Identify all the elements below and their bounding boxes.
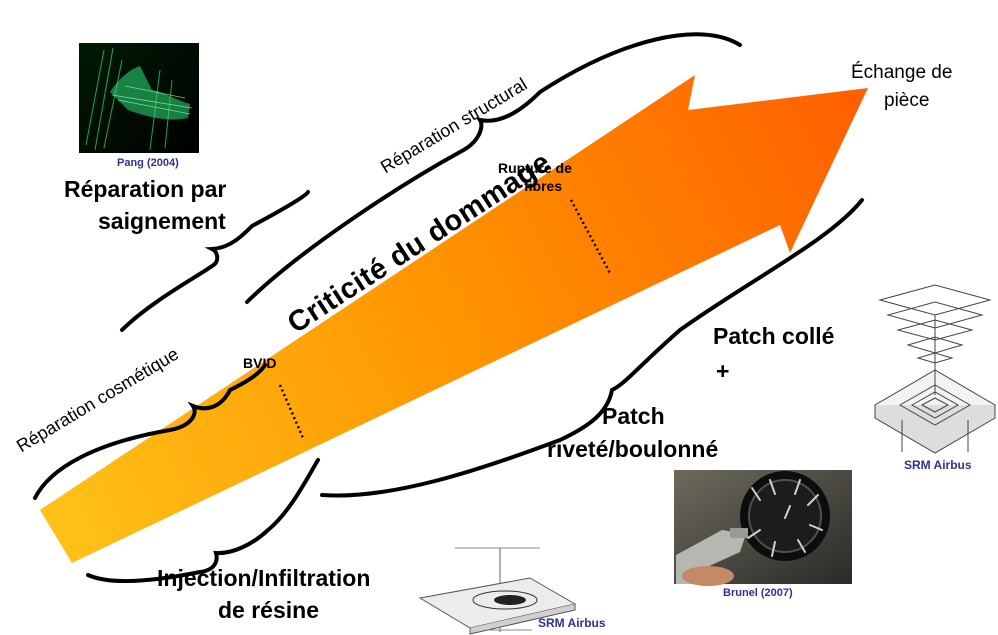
brace-structural <box>245 32 742 304</box>
caption-brunel: Brunel (2007) <box>723 587 793 599</box>
label-plus: + <box>716 358 730 384</box>
label-echange-line1: Échange de <box>851 62 953 83</box>
rupture-threshold-line <box>569 199 613 276</box>
label-patch-colle: Patch collé <box>713 323 835 349</box>
caption-pang: Pang (2004) <box>117 157 179 169</box>
caption-srm-right: SRM Airbus <box>904 458 972 472</box>
srm-bottom-sketch <box>418 540 577 635</box>
label-injection-line1: Injection/Infiltration <box>157 565 371 591</box>
label-patch-rivete-line2: riveté/boulonné <box>547 436 719 462</box>
brace-saignement <box>120 190 310 332</box>
brace-injection <box>86 458 320 584</box>
srm-right-sketch <box>874 284 996 454</box>
brace-patch <box>320 198 864 498</box>
label-saignement-line1: Réparation par <box>64 176 227 202</box>
rupture-label-line2: fibres <box>524 178 563 194</box>
bvid-label: BVID <box>243 355 277 371</box>
brunel-photo <box>674 470 852 586</box>
label-saignement-line2: saignement <box>98 208 226 234</box>
rupture-label-line1: Rupture de <box>498 160 572 176</box>
label-patch-rivete-line1: Patch <box>602 403 665 429</box>
brace-cosmetique <box>33 363 267 500</box>
criticality-arrow <box>40 75 868 563</box>
caption-srm-bottom: SRM Airbus <box>538 616 606 630</box>
label-echange-line2: pièce <box>884 90 930 111</box>
label-injection-line2: de résine <box>218 597 319 623</box>
pang-photo <box>79 43 199 153</box>
